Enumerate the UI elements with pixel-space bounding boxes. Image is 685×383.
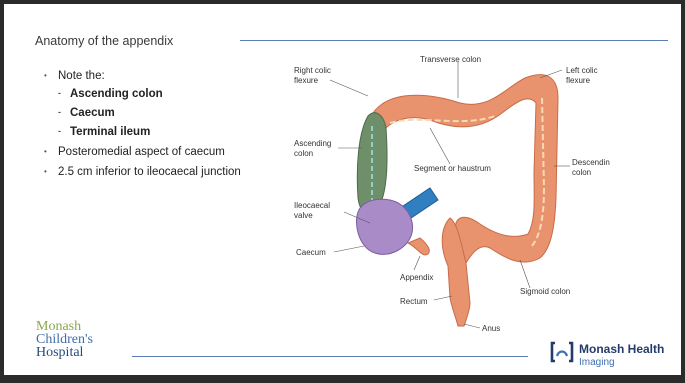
appendix-shape bbox=[408, 238, 429, 255]
label-transverse-colon: Transverse colon bbox=[420, 55, 481, 64]
label-right-colic-flexure-2: flexure bbox=[294, 76, 319, 85]
sub-bullet-terminal-ileum: Terminal ileum bbox=[58, 126, 241, 138]
caecum-shape bbox=[356, 199, 412, 254]
label-anus: Anus bbox=[482, 324, 500, 333]
label-right-colic-flexure-1: Right colic bbox=[294, 66, 331, 75]
monash-childrens-hospital-logo: Monash Children's Hospital bbox=[36, 320, 93, 359]
label-left-colic-flexure-2: flexure bbox=[566, 76, 591, 85]
footer-divider bbox=[132, 356, 528, 357]
label-ascending-colon-1: Ascending bbox=[294, 139, 331, 148]
colon-diagram: Right colic flexure Transverse colon Lef… bbox=[290, 48, 610, 338]
label-descending-colon-2: colon bbox=[572, 168, 591, 177]
sub-bullet-ascending-colon: Ascending colon bbox=[58, 88, 241, 100]
label-ascending-colon-2: colon bbox=[294, 149, 313, 158]
slide: Anatomy of the appendix Note the: Ascend… bbox=[4, 4, 681, 375]
monash-health-imaging: Imaging bbox=[579, 357, 615, 368]
bullet-posteromedial: Posteromedial aspect of caecum bbox=[44, 146, 241, 158]
bullet-note: Note the: Ascending colon Caecum Termina… bbox=[44, 70, 241, 138]
bullet-list: Note the: Ascending colon Caecum Termina… bbox=[44, 70, 241, 186]
label-caecum: Caecum bbox=[296, 248, 326, 257]
title-divider bbox=[240, 40, 668, 41]
bullet-note-text: Note the: bbox=[58, 70, 105, 82]
monash-health-mark-icon bbox=[549, 340, 575, 364]
label-left-colic-flexure-1: Left colic bbox=[566, 66, 598, 75]
label-descending-colon-1: Descending bbox=[572, 158, 610, 167]
sub-bullet-caecum: Caecum bbox=[58, 107, 241, 119]
label-appendix: Appendix bbox=[400, 273, 433, 282]
sub-bullet-list: Ascending colon Caecum Terminal ileum bbox=[58, 88, 241, 138]
label-ileocaecal-valve-1: Ileocaecal bbox=[294, 201, 330, 210]
bullet-inferior: 2.5 cm inferior to ileocaecal junction bbox=[44, 166, 241, 178]
label-sigmoid-colon: Sigmoid colon bbox=[520, 287, 570, 296]
monash-health-logo: Monash Health Imaging bbox=[549, 340, 575, 369]
slide-title: Anatomy of the appendix bbox=[35, 34, 173, 48]
label-ileocaecal-valve-2: valve bbox=[294, 211, 313, 220]
monash-health-name: Monash Health bbox=[579, 342, 664, 356]
logo-line-3: Hospital bbox=[36, 346, 93, 359]
label-rectum: Rectum bbox=[400, 297, 428, 306]
label-segment-haustrum: Segment or haustrum bbox=[414, 164, 491, 173]
